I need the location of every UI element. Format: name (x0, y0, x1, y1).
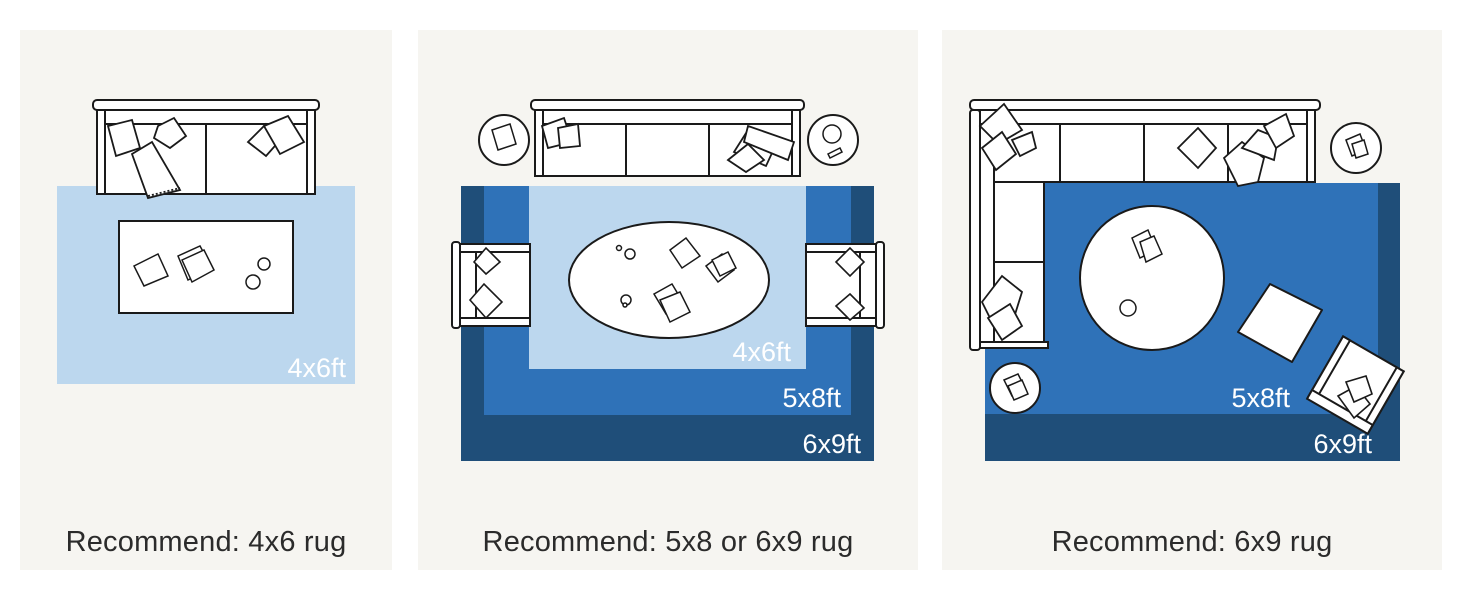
side-table-left (478, 114, 530, 166)
side-table-bottom (989, 362, 1041, 414)
layout-panel-large: 5x8ft 6x9ft (942, 30, 1442, 570)
table-items (615, 236, 738, 324)
table-items (1119, 228, 1163, 317)
round-coffee-table (1079, 205, 1225, 351)
rug-label-5x8: 5x8ft (782, 383, 841, 413)
armchair-left-pillows (468, 246, 504, 320)
layout-panel-medium: 4x6ft 5x8ft 6x9ft (418, 30, 918, 570)
recommendation-caption: Recommend: 5x8 or 6x9 rug (482, 526, 854, 558)
rug-label-5x8: 5x8ft (1231, 383, 1290, 413)
layout-panel-small: 4x6ft R (20, 30, 392, 570)
armchair-pillow (1336, 375, 1373, 420)
medium-room-diagram: 4x6ft 5x8ft 6x9ft (451, 99, 885, 461)
sofa-pillows (978, 102, 1296, 342)
sofa-pillows (540, 116, 796, 174)
rug-label-4x6: 4x6ft (732, 337, 791, 367)
table-books (132, 245, 271, 290)
rug-label-4x6: 4x6ft (287, 353, 346, 383)
side-table-right (807, 114, 859, 166)
rug-label-6x9: 6x9ft (802, 429, 861, 459)
side-table-corner (1330, 122, 1382, 174)
recommendation-caption: Recommend: 6x9 rug (1051, 526, 1333, 558)
recommendation-caption: Recommend: 4x6 rug (65, 526, 347, 558)
ottoman (1237, 283, 1323, 363)
large-room-diagram: 5x8ft 6x9ft (969, 99, 1406, 461)
armchair-right-pillows (834, 246, 866, 322)
small-room-diagram: 4x6ft (57, 99, 355, 384)
armchair-right (805, 241, 885, 329)
rug-label-6x9: 6x9ft (1313, 429, 1372, 459)
throw-blanket (130, 140, 182, 200)
sofa-pillows (106, 114, 306, 158)
